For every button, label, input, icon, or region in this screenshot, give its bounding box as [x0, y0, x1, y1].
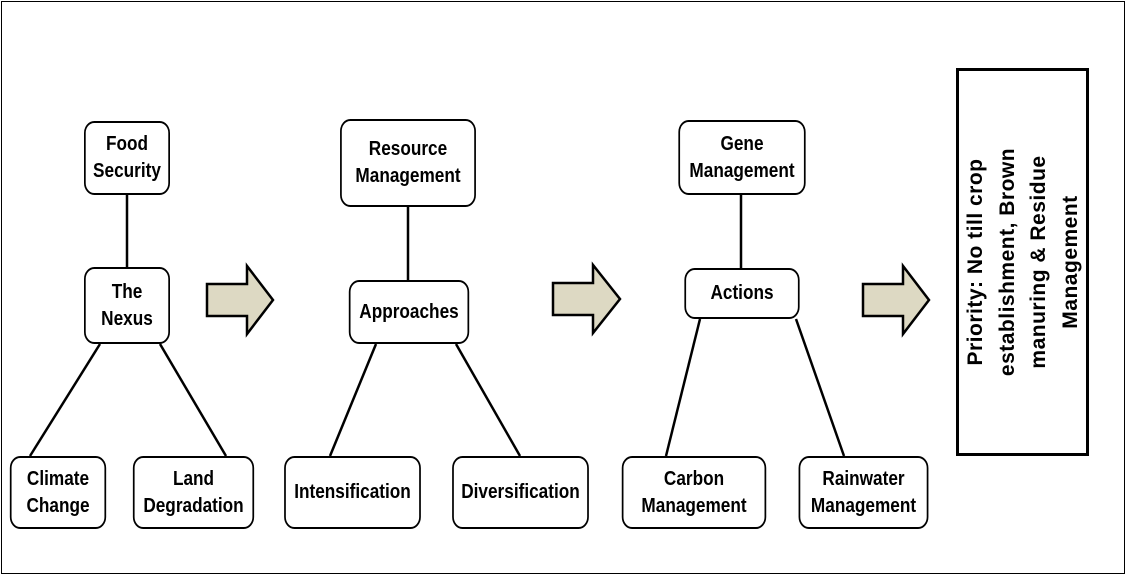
- diversification-label: Diversification: [461, 481, 580, 503]
- food-security-box: Food Security: [84, 121, 170, 195]
- food-security-label: Food Security: [93, 133, 161, 182]
- block-arrow-3: [861, 262, 931, 338]
- connector-approaches-intensification: [328, 343, 378, 457]
- connector-approaches-diversification: [454, 343, 522, 457]
- connector-actions-rainwater: [794, 318, 846, 457]
- intensification-label: Intensification: [294, 481, 411, 503]
- gene-management-label: Gene Management: [689, 132, 795, 182]
- connector-nexus-land-degradation: [158, 343, 228, 457]
- resource-management-label: Resource Management: [355, 138, 461, 187]
- priority-label: Priority: No till crop establishment, Br…: [963, 147, 1082, 377]
- carbon-management-box: Carbon Management: [621, 456, 767, 529]
- connector-actions-carbon: [664, 318, 702, 457]
- approaches-box: Approaches: [348, 280, 470, 344]
- carbon-management-label: Carbon Management: [641, 467, 747, 517]
- rainwater-management-label: Rainwater Management: [810, 467, 917, 517]
- diversification-box: Diversification: [452, 456, 589, 529]
- priority-box: Priority: No till crop establishment, Br…: [956, 68, 1089, 456]
- rainwater-management-box: Rainwater Management: [798, 456, 929, 529]
- nexus-label: The Nexus: [101, 280, 153, 330]
- land-degradation-label: Land Degradation: [143, 467, 244, 517]
- block-arrow-1: [205, 262, 275, 338]
- land-degradation-box: Land Degradation: [132, 456, 255, 529]
- gene-management-box: Gene Management: [678, 120, 806, 195]
- approaches-label: Approaches: [359, 300, 459, 323]
- block-arrow-2: [551, 261, 622, 337]
- resource-management-box: Resource Management: [340, 119, 476, 207]
- actions-box: Actions: [684, 268, 800, 319]
- connector-nexus-climate-change: [28, 343, 102, 457]
- intensification-box: Intensification: [284, 456, 421, 529]
- climate-change-box: Climate Change: [9, 456, 107, 529]
- actions-label: Actions: [710, 282, 774, 304]
- nexus-box: The Nexus: [84, 267, 170, 344]
- climate-change-label: Climate Change: [26, 467, 90, 517]
